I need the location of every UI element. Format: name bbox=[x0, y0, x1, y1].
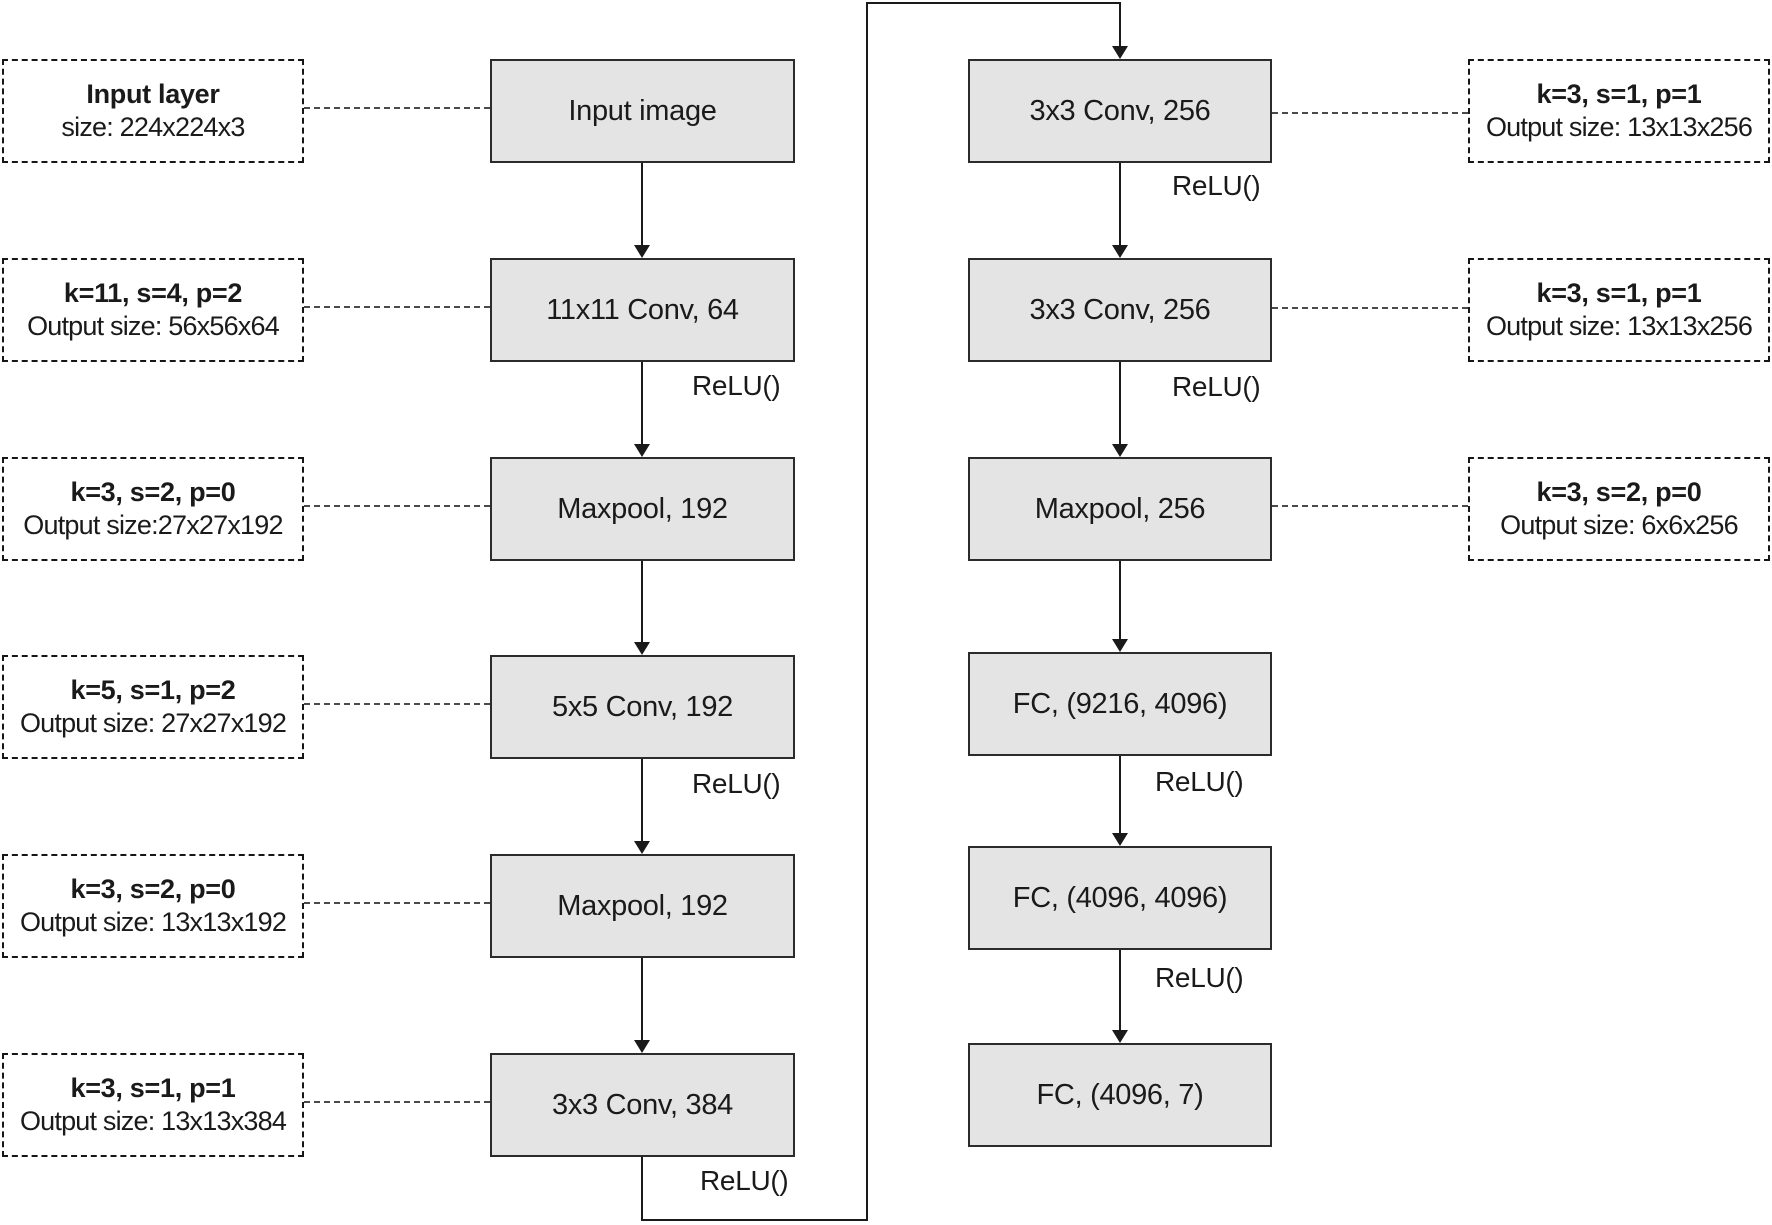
annotation-connector bbox=[304, 306, 490, 308]
arrow-down-icon bbox=[1112, 245, 1128, 258]
relu-label: ReLU() bbox=[692, 370, 781, 401]
flow-line bbox=[1119, 756, 1121, 833]
column-connector-segment bbox=[1119, 2, 1121, 46]
annotation-input-layer: Input layer size: 224x224x3 bbox=[2, 59, 304, 163]
relu-label: ReLU() bbox=[692, 768, 781, 799]
layer-label: Input image bbox=[568, 94, 717, 127]
annotation-params: k=3, s=2, p=0 bbox=[70, 477, 236, 507]
layer-label: Maxpool, 256 bbox=[1034, 492, 1206, 525]
layer-label: FC, (4096, 4096) bbox=[1012, 881, 1228, 914]
annotation-connector bbox=[304, 703, 490, 705]
layer-label: 5x5 Conv, 192 bbox=[552, 690, 733, 723]
arrow-down-icon bbox=[1112, 444, 1128, 457]
relu-label: ReLU() bbox=[1155, 962, 1244, 993]
annotation-conv5-params: k=3, s=1, p=1 Output size: 13x13x256 bbox=[1468, 258, 1770, 362]
layer-maxpool-192-1: Maxpool, 192 bbox=[490, 457, 795, 561]
layer-label: FC, (9216, 4096) bbox=[1012, 687, 1228, 720]
annotation-size: Output size: 6x6x256 bbox=[1500, 510, 1738, 540]
annotation-size: Output size: 13x13x192 bbox=[19, 907, 287, 937]
layer-label: Maxpool, 192 bbox=[557, 889, 728, 922]
relu-label: ReLU() bbox=[700, 1165, 789, 1196]
flow-line bbox=[641, 163, 643, 245]
annotation-connector bbox=[1272, 307, 1468, 309]
annotation-size: Output size: 56x56x64 bbox=[27, 311, 280, 341]
annotation-size: size: 224x224x3 bbox=[61, 112, 245, 142]
annotation-params: k=5, s=1, p=2 bbox=[70, 675, 236, 705]
annotation-params: k=3, s=1, p=1 bbox=[1536, 79, 1702, 109]
annotation-size: Output size: 13x13x384 bbox=[19, 1106, 287, 1136]
column-connector-segment bbox=[866, 2, 1121, 4]
layer-fc-4096-7: FC, (4096, 7) bbox=[968, 1043, 1272, 1147]
arrow-down-icon bbox=[634, 1040, 650, 1053]
flow-line bbox=[641, 759, 643, 841]
flow-line bbox=[1119, 950, 1121, 1030]
annotation-params: k=3, s=2, p=0 bbox=[70, 874, 236, 904]
annotation-params: k=3, s=1, p=1 bbox=[1536, 278, 1702, 308]
annotation-params: k=11, s=4, p=2 bbox=[63, 278, 243, 308]
layer-label: FC, (4096, 7) bbox=[1036, 1078, 1204, 1111]
column-connector-segment bbox=[866, 2, 868, 1221]
annotation-title: Input layer bbox=[86, 79, 220, 109]
layer-input-image: Input image bbox=[490, 59, 795, 163]
annotation-pool1-params: k=3, s=2, p=0 Output size:27x27x192 bbox=[2, 457, 304, 561]
annotation-size: Output size: 13x13x256 bbox=[1485, 112, 1753, 142]
arrow-down-icon bbox=[634, 444, 650, 457]
layer-maxpool-192-2: Maxpool, 192 bbox=[490, 854, 795, 958]
annotation-connector bbox=[304, 505, 490, 507]
annotation-connector bbox=[304, 107, 490, 109]
annotation-conv4-params: k=3, s=1, p=1 Output size: 13x13x256 bbox=[1468, 59, 1770, 163]
layer-conv-11x11-64: 11x11 Conv, 64 bbox=[490, 258, 795, 362]
flow-line bbox=[641, 362, 643, 444]
layer-conv-3x3-256-1: 3x3 Conv, 256 bbox=[968, 59, 1272, 163]
relu-label: ReLU() bbox=[1172, 371, 1261, 402]
layer-label: 3x3 Conv, 256 bbox=[1029, 94, 1211, 127]
arrow-down-icon bbox=[634, 245, 650, 258]
layer-fc-9216-4096: FC, (9216, 4096) bbox=[968, 652, 1272, 756]
annotation-connector bbox=[304, 902, 490, 904]
layer-maxpool-256: Maxpool, 256 bbox=[968, 457, 1272, 561]
annotation-conv1-params: k=11, s=4, p=2 Output size: 56x56x64 bbox=[2, 258, 304, 362]
annotation-params: k=3, s=1, p=1 bbox=[70, 1073, 236, 1103]
annotation-connector bbox=[1272, 505, 1468, 507]
column-connector-segment bbox=[641, 1157, 643, 1221]
relu-label: ReLU() bbox=[1155, 766, 1244, 797]
arrow-down-icon bbox=[634, 841, 650, 854]
column-connector-segment bbox=[641, 1219, 868, 1221]
annotation-conv3-params: k=3, s=1, p=1 Output size: 13x13x384 bbox=[2, 1053, 304, 1157]
arrow-down-icon bbox=[1112, 46, 1128, 59]
layer-label: 11x11 Conv, 64 bbox=[546, 293, 739, 326]
layer-label: 3x3 Conv, 256 bbox=[1029, 293, 1211, 326]
annotation-connector bbox=[304, 1101, 490, 1103]
layer-fc-4096-4096: FC, (4096, 4096) bbox=[968, 846, 1272, 950]
flow-line bbox=[1119, 362, 1121, 444]
flow-line bbox=[641, 958, 643, 1040]
layer-conv-3x3-384: 3x3 Conv, 384 bbox=[490, 1053, 795, 1157]
arrow-down-icon bbox=[634, 642, 650, 655]
flow-line bbox=[641, 561, 643, 642]
layer-label: Maxpool, 192 bbox=[557, 492, 728, 525]
flow-line bbox=[1119, 561, 1121, 639]
layer-label: 3x3 Conv, 384 bbox=[552, 1088, 733, 1121]
arrow-down-icon bbox=[1112, 639, 1128, 652]
relu-label: ReLU() bbox=[1172, 170, 1261, 201]
annotation-size: Output size: 27x27x192 bbox=[19, 708, 287, 738]
annotation-params: k=3, s=2, p=0 bbox=[1536, 477, 1702, 507]
arrow-down-icon bbox=[1112, 833, 1128, 846]
flow-line bbox=[1119, 163, 1121, 245]
annotation-conv2-params: k=5, s=1, p=2 Output size: 27x27x192 bbox=[2, 655, 304, 759]
arrow-down-icon bbox=[1112, 1030, 1128, 1043]
layer-conv-3x3-256-2: 3x3 Conv, 256 bbox=[968, 258, 1272, 362]
annotation-size: Output size: 13x13x256 bbox=[1485, 311, 1753, 341]
layer-conv-5x5-192: 5x5 Conv, 192 bbox=[490, 655, 795, 759]
annotation-size: Output size:27x27x192 bbox=[23, 510, 283, 540]
annotation-pool3-params: k=3, s=2, p=0 Output size: 6x6x256 bbox=[1468, 457, 1770, 561]
annotation-pool2-params: k=3, s=2, p=0 Output size: 13x13x192 bbox=[2, 854, 304, 958]
annotation-connector bbox=[1272, 112, 1468, 114]
